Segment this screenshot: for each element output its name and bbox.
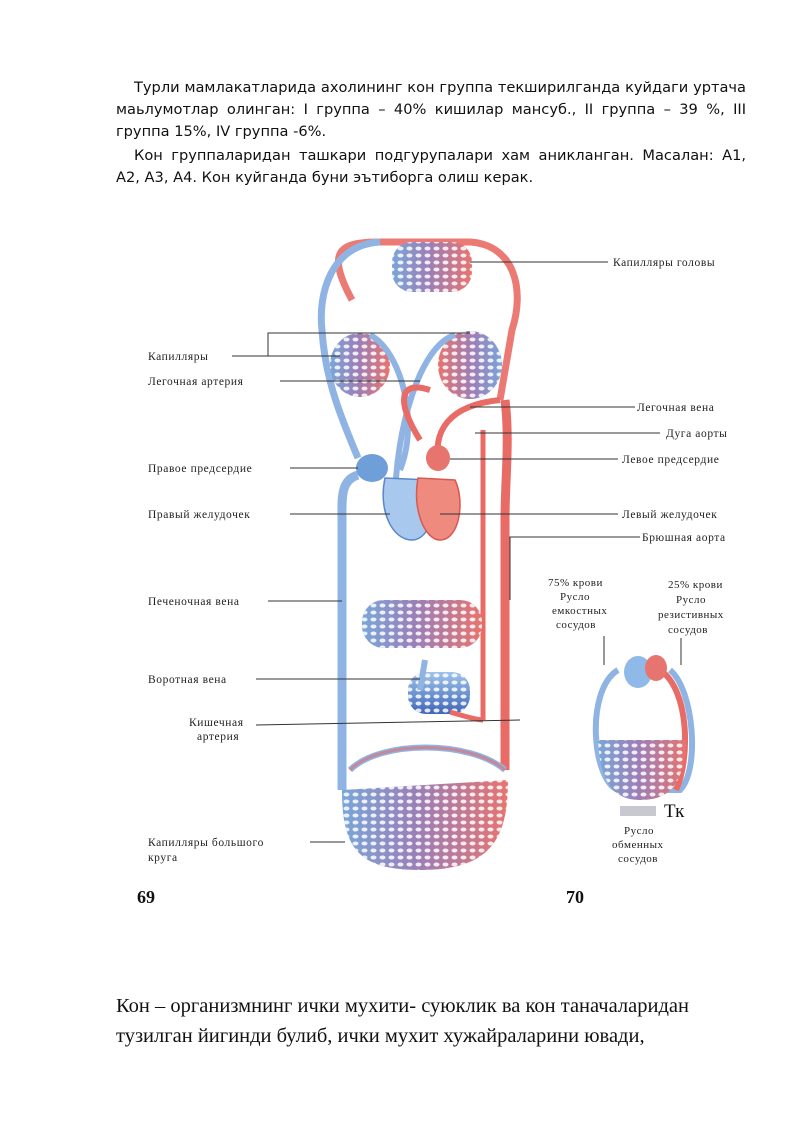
label-right-atrium: Правое предсердие xyxy=(148,463,252,475)
circulation-diagram: Капилляры головы Капилляры Легочная арте… xyxy=(137,238,728,907)
label-tk: Тк xyxy=(664,801,685,822)
figure-70 xyxy=(592,655,696,800)
label-capacitive-1: 75% крови xyxy=(548,577,603,589)
label-resistive-4: сосудов xyxy=(668,624,708,636)
label-pulmonary-vein: Легочная вена xyxy=(637,402,714,414)
label-systemic-capillaries-2: круга xyxy=(148,852,178,864)
label-resistive-2: Русло xyxy=(676,594,706,606)
label-capillaries: Капилляры xyxy=(148,351,208,363)
paragraph-blood-groups: Турли мамлакатларида ахолининг кон групп… xyxy=(116,79,746,140)
tk-marker xyxy=(620,806,656,816)
label-capacitive-3: емкостных xyxy=(552,605,607,617)
label-aortic-arch: Дуга аорты xyxy=(666,428,728,440)
leader-lines xyxy=(232,261,682,843)
label-capacitive-4: сосудов xyxy=(556,619,596,631)
label-intestinal-artery-2: артерия xyxy=(197,731,239,743)
label-portal-vein: Воротная вена xyxy=(148,674,227,686)
label-head-capillaries: Капилляры головы xyxy=(613,257,715,269)
label-left-atrium: Левое предсердие xyxy=(622,454,719,466)
figure-number-70: 70 xyxy=(566,887,584,907)
label-pulmonary-artery: Легочная артерия xyxy=(148,376,244,388)
paragraph-blood-definition: Кон – организмнинг ички мухити- суюклик … xyxy=(116,995,689,1047)
paragraph-subgroups: Кон группаларидан ташкари подгурупалари … xyxy=(116,147,746,186)
label-exchange-3: сосудов xyxy=(618,853,658,865)
label-hepatic-vein: Печеночная вена xyxy=(148,596,240,608)
label-capacitive-2: Русло xyxy=(560,591,590,603)
figure-69 xyxy=(317,238,521,870)
figure-number-69: 69 xyxy=(137,887,155,907)
label-intestinal-artery-1: Кишечная xyxy=(189,717,244,729)
label-abdominal-aorta: Брюшная аорта xyxy=(642,532,726,544)
label-resistive-1: 25% крови xyxy=(668,579,723,591)
label-exchange-2: обменных xyxy=(612,839,664,851)
label-right-ventricle: Правый желудочек xyxy=(148,509,250,521)
label-systemic-capillaries-1: Капилляры большого xyxy=(148,837,264,849)
label-exchange-1: Русло xyxy=(624,825,654,837)
label-resistive-3: резистивных xyxy=(658,609,724,621)
label-left-ventricle: Левый желудочек xyxy=(622,509,717,521)
